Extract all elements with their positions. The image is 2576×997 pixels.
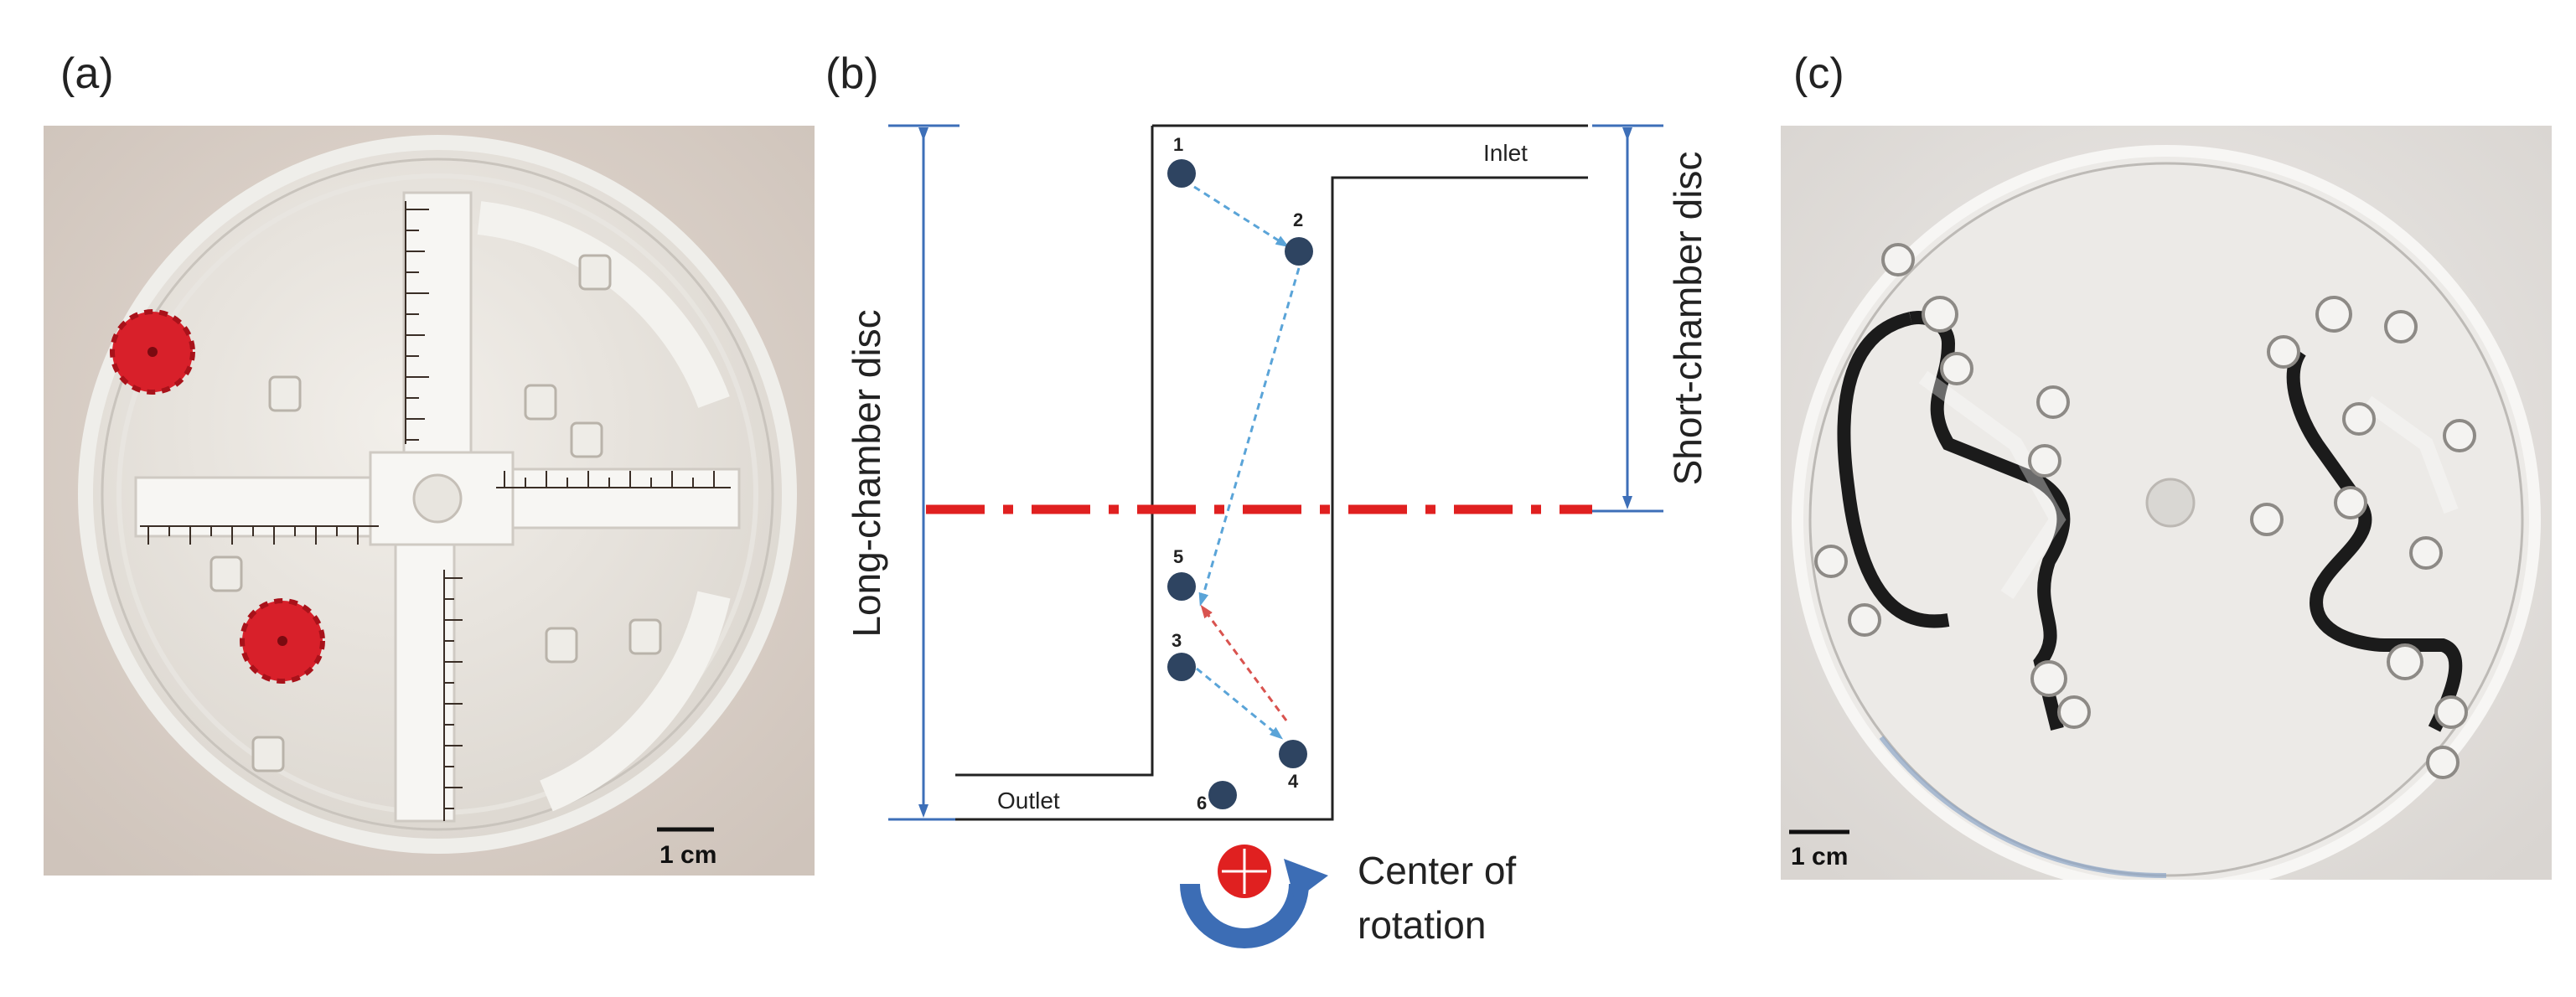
- panel-c-label: (c): [1793, 49, 1844, 98]
- scale-label-c: 1 cm: [1791, 843, 1848, 870]
- point-label-6: 6: [1197, 793, 1207, 814]
- chamber-left-side: [955, 126, 1154, 777]
- inlet-label: Inlet: [1483, 140, 1528, 166]
- chamber-right-side: [955, 176, 1588, 821]
- particle-1: [1167, 159, 1196, 188]
- channel-right: [2286, 348, 2463, 732]
- panel-b-label: (b): [825, 49, 879, 98]
- ruler-bottom: [443, 570, 463, 821]
- red-cap-top: [110, 309, 195, 395]
- point-label-5: 5: [1173, 546, 1183, 567]
- point-label-4: 4: [1288, 771, 1299, 792]
- ruler-right: [496, 471, 731, 488]
- point-label-2: 2: [1293, 209, 1303, 230]
- long-chamber-label: Long-chamber disc: [845, 309, 888, 637]
- panel-a-label: (a): [60, 49, 114, 98]
- outlet-label: Outlet: [997, 788, 1060, 814]
- red-cap-bottom: [240, 598, 325, 684]
- point-label-3: 3: [1172, 630, 1182, 651]
- channel-left: [1837, 312, 1950, 628]
- panel-c-photo: 1 cm: [1781, 126, 2552, 880]
- traj-1-2: [1193, 185, 1290, 248]
- particle-2: [1285, 237, 1313, 266]
- rotation-label-line1: Center of: [1358, 849, 1516, 892]
- particle-4: [1279, 740, 1307, 768]
- traj-3-4: [1196, 667, 1284, 740]
- traj-4-3: [1200, 604, 1288, 721]
- panel-b-diagram: Long-chamber disc Short-chamber disc Inl…: [845, 124, 1710, 948]
- scale-label-a: 1 cm: [660, 841, 716, 869]
- ruler-top: [405, 201, 429, 444]
- rotation-icon: [1180, 845, 1328, 948]
- ruler-left: [140, 525, 379, 545]
- short-chamber-label: Short-chamber disc: [1666, 152, 1710, 486]
- point-label-1: 1: [1173, 134, 1183, 155]
- particle-6: [1208, 781, 1237, 809]
- panel-a-photo: 1 cm: [44, 126, 815, 876]
- particle-5: [1167, 572, 1196, 601]
- traj-2-5: [1198, 267, 1301, 607]
- rotation-label-line2: rotation: [1358, 903, 1486, 947]
- particle-3: [1167, 653, 1196, 681]
